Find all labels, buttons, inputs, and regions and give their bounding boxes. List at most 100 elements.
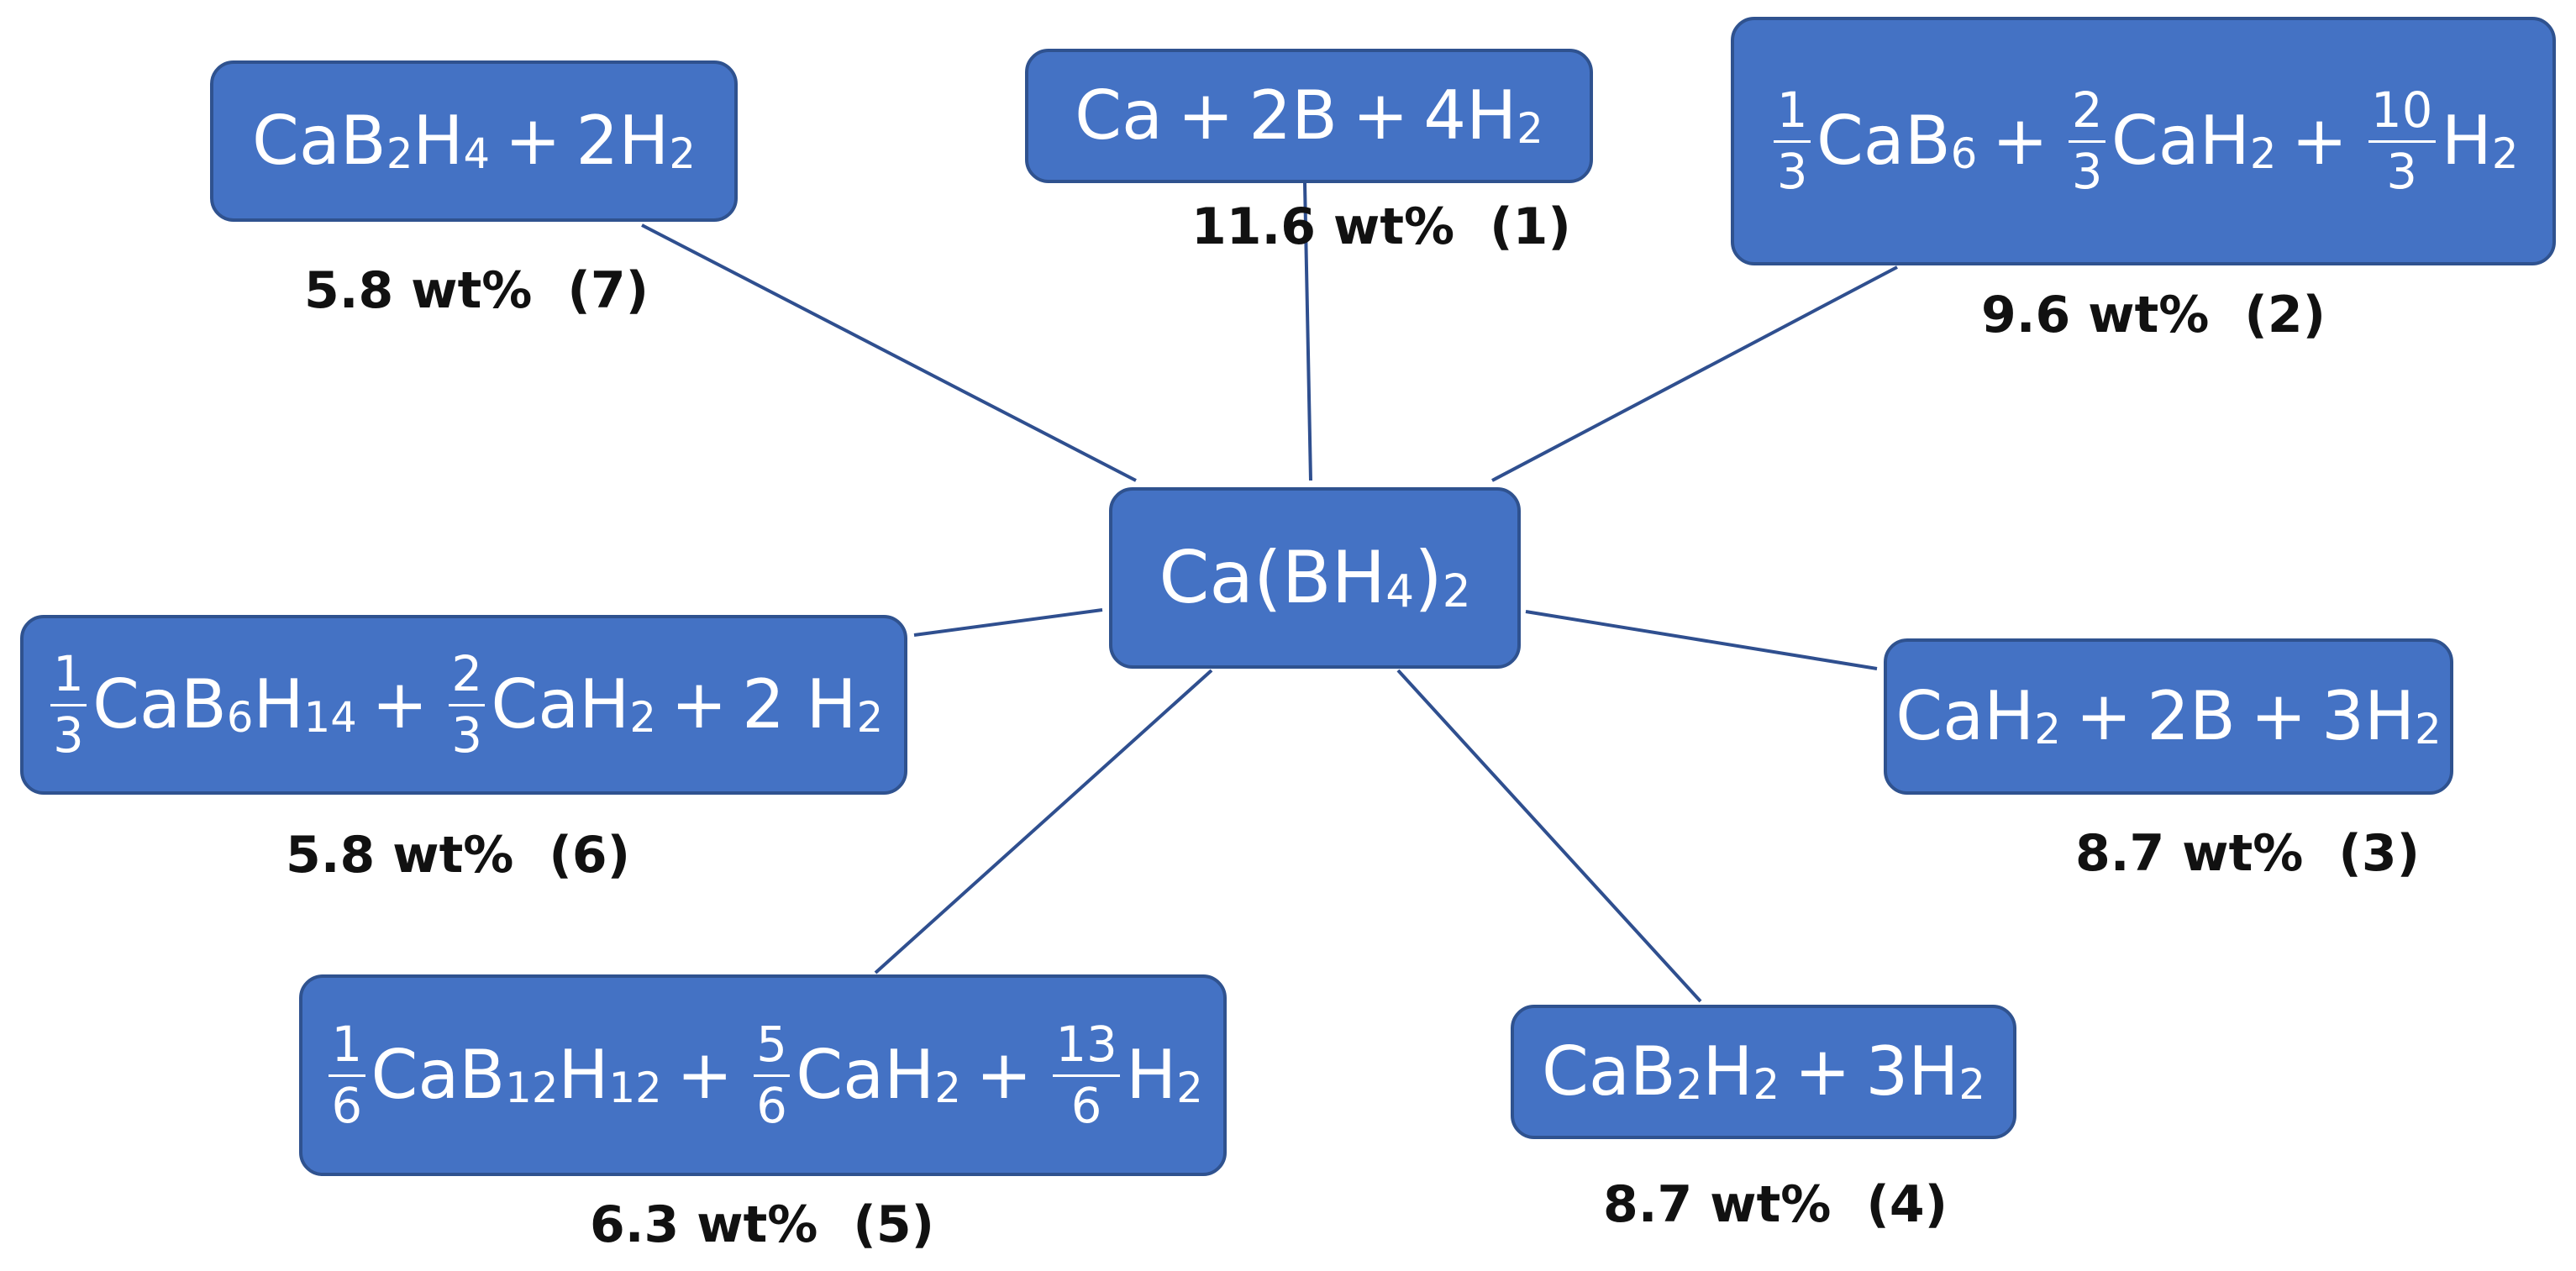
formula-text: CaB [371, 1036, 506, 1114]
formula-subscript: 2 [2249, 129, 2277, 179]
formula-operator: + [1991, 102, 2048, 180]
formula-subscript: 4 [1385, 565, 1415, 618]
formula-text: 2B [1249, 76, 1338, 155]
formula-text: CaH [1895, 677, 2035, 755]
connector-line-7 [641, 223, 1137, 482]
formula-subscript: 12 [505, 1064, 559, 1113]
reaction-number-5: (5) [853, 1195, 934, 1254]
formula-operator: + [504, 102, 561, 180]
formula-text: 2B [2147, 677, 2236, 755]
formula-operator: + [676, 1036, 733, 1114]
formula-subscript: 2 [2415, 705, 2442, 754]
formula-text: 3H [1865, 1032, 1959, 1111]
formula-text: CaB [252, 102, 386, 180]
formula-text: CaH [2111, 102, 2250, 180]
fraction-numerator: 5 [753, 1018, 791, 1077]
formula-subscript: 2 [1675, 1060, 1703, 1110]
wt-percent-6: 5.8 wt% [286, 826, 514, 885]
connector-line-5 [874, 669, 1213, 974]
formula-subscript: 2 [1517, 104, 1543, 154]
reaction-number-7: (7) [567, 261, 649, 320]
formula-text: 4H [1423, 76, 1517, 155]
reaction-number-6: (6) [549, 826, 630, 885]
fraction-denominator: 6 [1070, 1077, 1102, 1134]
formula-operator: + [371, 665, 428, 743]
formula-subscript: 6 [226, 693, 254, 743]
connector-line-4 [1396, 669, 1702, 1003]
product-label-1: 11.6 wt%(1) [1191, 202, 1571, 252]
formula-text: H [413, 102, 464, 180]
fraction-denominator: 3 [1776, 143, 1808, 200]
fraction-denominator: 6 [756, 1077, 787, 1134]
fraction-numerator: 1 [329, 1018, 365, 1077]
formula-operator: + [1794, 1032, 1851, 1111]
connector-line-6 [913, 608, 1103, 637]
formula-text: CaB [92, 665, 227, 743]
formula-text: 2H [576, 102, 670, 180]
product-label-4: 8.7 wt%(4) [1603, 1179, 1948, 1230]
reaction-number-2: (2) [2244, 286, 2326, 344]
reaction-number-3: (3) [2338, 824, 2420, 883]
formula-subscript: 2 [856, 693, 884, 743]
formula-subscript: 2 [1958, 1060, 1985, 1110]
formula-operator: + [2250, 677, 2307, 755]
connector-line-1 [1303, 182, 1312, 481]
fraction-numerator: 13 [1053, 1018, 1121, 1077]
formula-subscript: 2 [629, 693, 656, 743]
wt-percent-1: 11.6 wt% [1191, 197, 1455, 256]
formula-subscript: 2 [1753, 1060, 1780, 1110]
formula-subscript: 6 [1950, 129, 1978, 179]
wt-percent-7: 5.8 wt% [304, 261, 533, 320]
formula-subscript: 2 [934, 1064, 961, 1113]
formula-text: CaB [1816, 102, 1951, 180]
fraction-numerator: 2 [2069, 84, 2105, 143]
fraction-numerator: 1 [50, 648, 87, 706]
fraction-denominator: 3 [53, 706, 84, 764]
wt-percent-3: 8.7 wt% [2075, 824, 2304, 883]
formula-subscript: 4 [463, 129, 491, 179]
formula-text: H [558, 1036, 609, 1114]
formula-text: Ca(BH [1159, 536, 1386, 620]
formula-operator: + [670, 665, 728, 743]
formula-text: H [1126, 1036, 1177, 1114]
formula-text: Ca [1075, 76, 1164, 155]
product-label-2: 9.6 wt%(2) [1981, 290, 2326, 340]
formula-subscript: 2 [1442, 565, 1471, 618]
formula-text: H [2441, 102, 2492, 180]
formula-subscript: 2 [2491, 129, 2519, 179]
formula-subscript: 2 [386, 129, 413, 179]
formula-text: 2 H [742, 665, 857, 743]
fraction-denominator: 3 [451, 706, 482, 764]
wt-percent-4: 8.7 wt% [1603, 1175, 1832, 1234]
fraction-denominator: 6 [331, 1077, 363, 1134]
product-label-3: 8.7 wt%(3) [2075, 828, 2420, 879]
formula-text: ) [1414, 536, 1443, 620]
formula-text: 3H [2321, 677, 2416, 755]
formula-text: H [1702, 1032, 1753, 1111]
product-label-7: 5.8 wt%(7) [304, 265, 649, 316]
wt-percent-2: 9.6 wt% [1981, 286, 2210, 344]
fraction-numerator: 1 [1774, 84, 1811, 143]
product-label-5: 6.3 wt%(5) [590, 1200, 934, 1250]
reaction-number-1: (1) [1490, 197, 1571, 256]
fraction-denominator: 3 [2386, 143, 2418, 200]
fraction-numerator: 2 [448, 648, 486, 706]
formula-operator: + [1352, 76, 1409, 155]
